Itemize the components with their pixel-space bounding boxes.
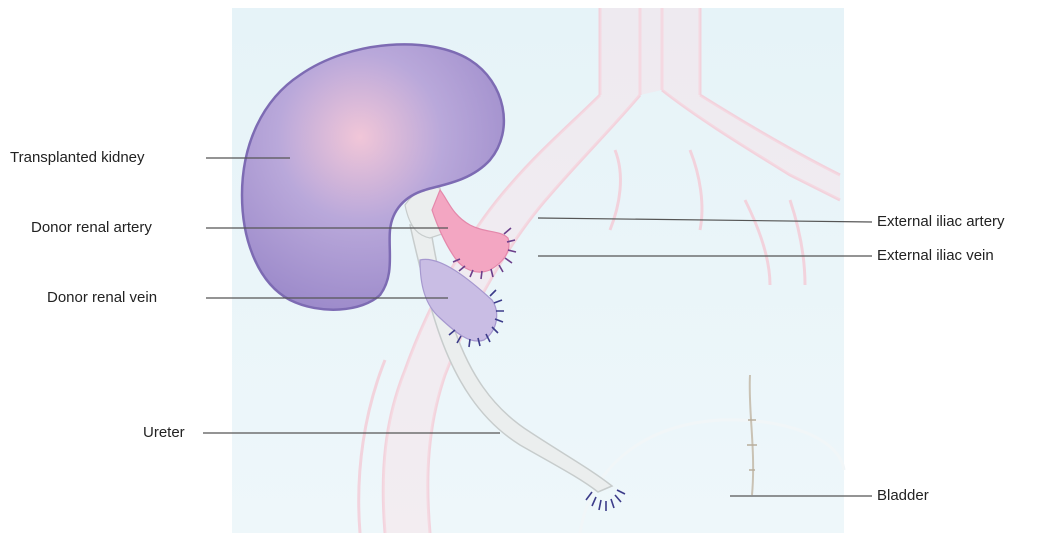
label-transplanted-kidney: Transplanted kidney [10, 149, 145, 167]
label-ureter: Ureter [143, 424, 185, 442]
label-donor-renal-artery: Donor renal artery [31, 219, 152, 237]
label-bladder: Bladder [877, 487, 929, 505]
label-donor-renal-vein: Donor renal vein [47, 289, 157, 307]
label-external-iliac-artery: External iliac artery [877, 213, 1005, 231]
label-external-iliac-vein: External iliac vein [877, 247, 994, 265]
